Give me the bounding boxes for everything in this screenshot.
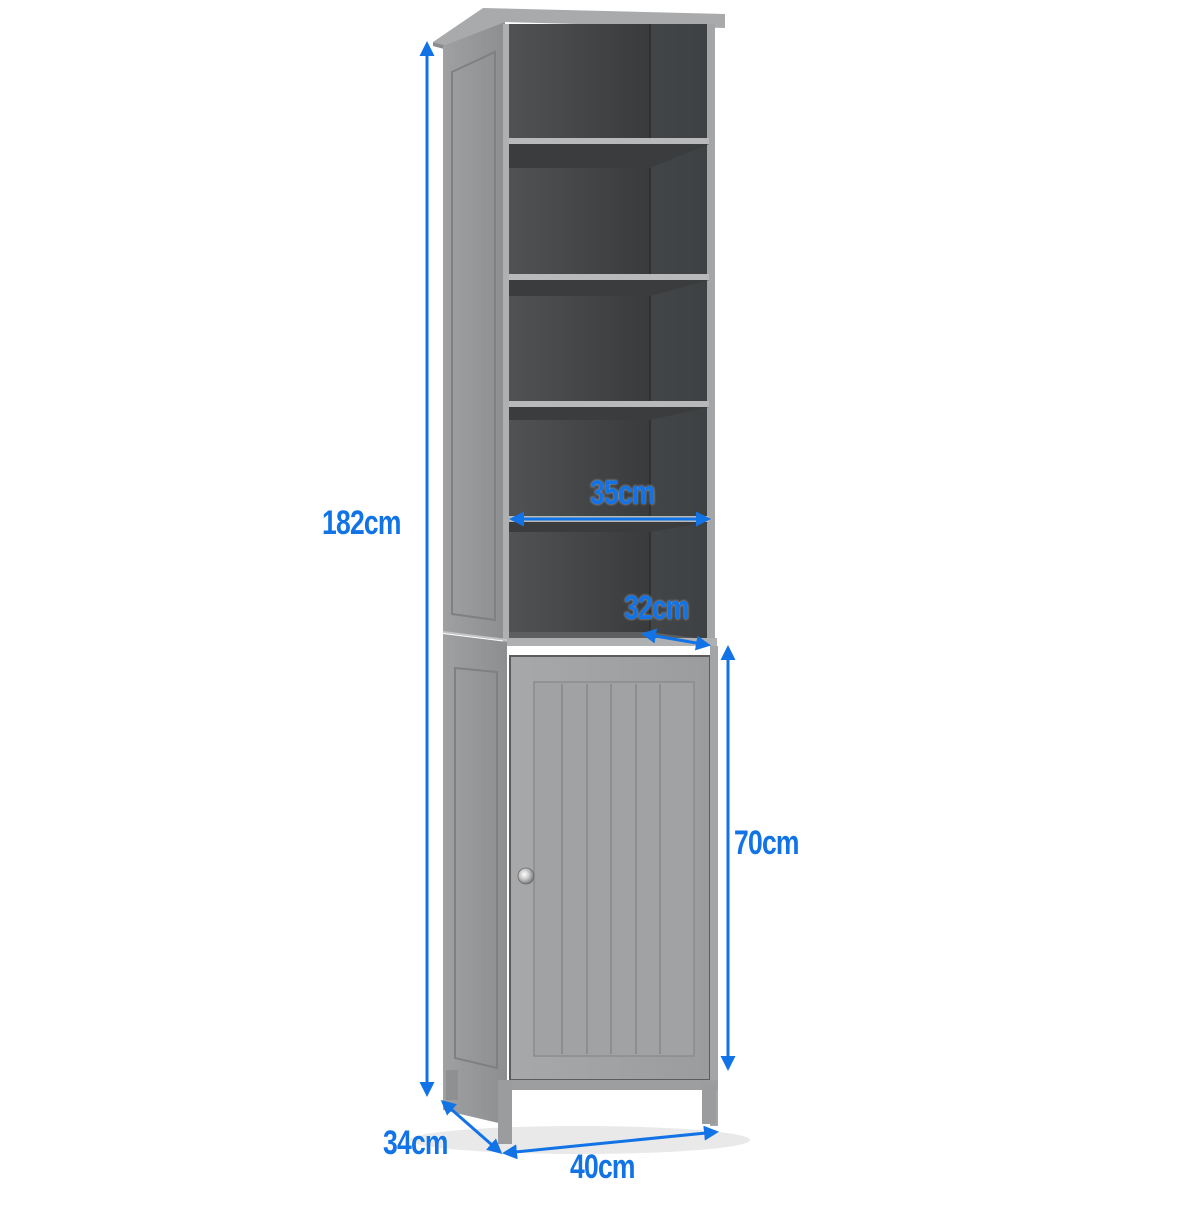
dimension-lines bbox=[419, 41, 736, 1160]
shelf-3 bbox=[509, 401, 709, 420]
width-label: 40cm bbox=[570, 1148, 635, 1186]
width-line bbox=[502, 1125, 719, 1160]
cabinet-door[interactable] bbox=[509, 655, 711, 1081]
shelf-1 bbox=[509, 138, 709, 168]
open-shelving bbox=[503, 24, 717, 646]
height-total-label: 182cm bbox=[322, 504, 401, 542]
door-knob-icon[interactable] bbox=[517, 867, 535, 885]
depth-line bbox=[440, 1100, 503, 1154]
lower-cabinet-height-label: 70cm bbox=[734, 824, 799, 862]
shelf-depth-line bbox=[641, 628, 711, 651]
leg-back-left bbox=[446, 1070, 458, 1100]
shelf-2 bbox=[509, 274, 709, 296]
shelf-width-label: 35cm bbox=[590, 474, 655, 512]
depth-label: 34cm bbox=[383, 1124, 448, 1162]
left-side-panel-upper bbox=[443, 22, 507, 640]
shelf-depth-label: 32cm bbox=[624, 589, 689, 627]
door-vertical-grooves bbox=[561, 684, 661, 1054]
leg-front-right bbox=[702, 1084, 716, 1124]
leg-front-left bbox=[498, 1080, 512, 1144]
left-side-panel-lower bbox=[442, 631, 508, 1125]
right-edge-lower bbox=[710, 646, 718, 1126]
